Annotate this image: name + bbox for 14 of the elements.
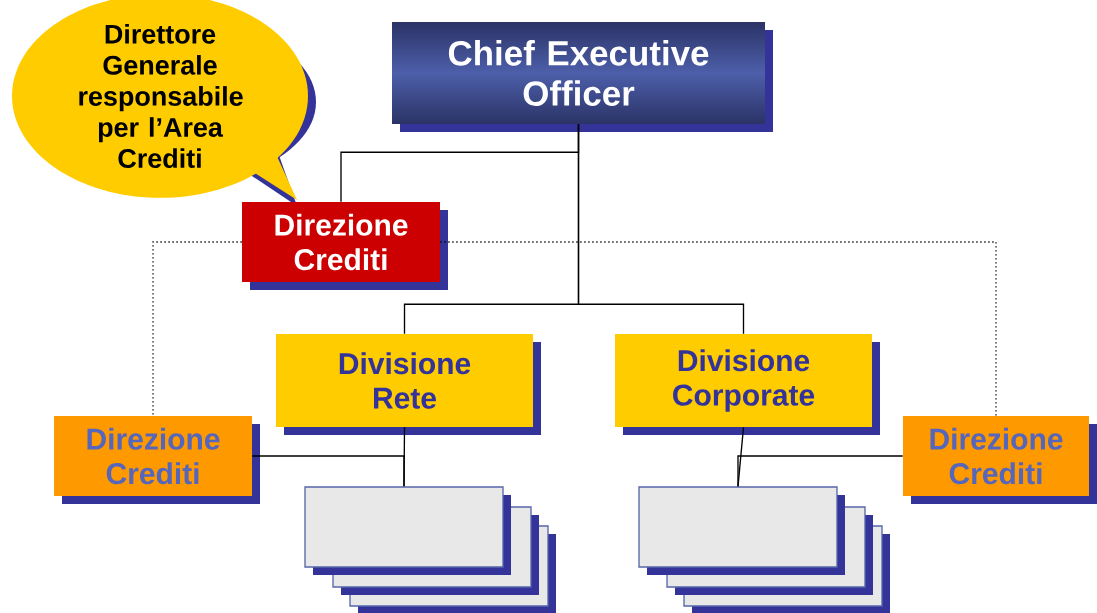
connector xyxy=(577,123,745,335)
connector xyxy=(737,455,904,487)
org-box: Direzione Crediti xyxy=(903,416,1097,504)
stacked-boxes xyxy=(304,486,556,613)
speech-bubble: Direttore Generale responsabile per l’Area Crediti xyxy=(12,0,316,206)
connector xyxy=(251,455,405,487)
org-box: Direzione Crediti xyxy=(242,202,448,290)
org-box: Direzione Crediti xyxy=(54,416,260,504)
org-box: Divisione Corporate xyxy=(615,334,880,435)
stacked-boxes xyxy=(638,486,890,613)
connector xyxy=(439,241,997,417)
org-box: Divisione Rete xyxy=(276,334,541,435)
executive-box: Chief Executive Officer xyxy=(392,22,773,132)
connector xyxy=(152,241,243,417)
